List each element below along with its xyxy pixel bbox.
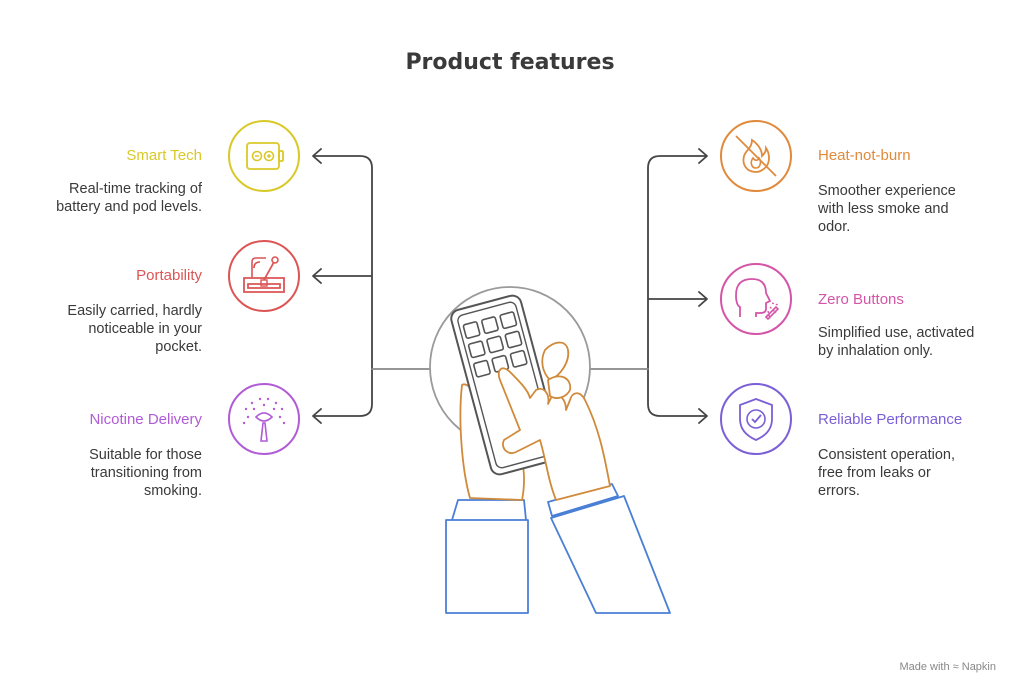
vapor-spray-icon	[242, 397, 286, 442]
arrowheads-right	[698, 148, 708, 424]
feature-title: Nicotine Delivery	[89, 411, 202, 428]
feature-circle-1	[228, 240, 300, 312]
feature-description: Smoother experience with less smoke and …	[818, 183, 956, 235]
feature-title: Zero Buttons	[818, 291, 904, 308]
feature-title: Reliable Performance	[818, 411, 963, 428]
no-fire-icon	[735, 135, 777, 177]
inhale-face-icon	[735, 278, 780, 321]
feature-description: Simplified use, activated by inhalation …	[818, 325, 975, 359]
left-sleeve	[445, 499, 529, 614]
feature-description: Consistent operation, free from leaks or…	[818, 447, 956, 499]
finger-tip	[547, 375, 572, 399]
right-thumb	[541, 341, 570, 381]
feature-circle-5	[720, 383, 792, 455]
feature-title: Portability	[136, 267, 202, 284]
feature-circle-3	[720, 120, 792, 192]
footer-brand-name: Napkin	[961, 661, 996, 673]
feature-description: Easily carried, hardly noticeable in you…	[67, 303, 202, 355]
feature-title: Heat-not-burn	[818, 147, 911, 164]
arrowheads-left	[312, 148, 322, 424]
connector-left	[313, 155, 373, 417]
battery-icon	[246, 142, 284, 170]
connector-right	[647, 155, 707, 417]
hand-device-illustration	[445, 294, 671, 614]
feature-description: Real-time tracking of battery and pod le…	[56, 181, 202, 215]
right-hand	[497, 367, 611, 501]
feature-circle-2	[228, 383, 300, 455]
footer-made-with: Made with	[899, 661, 950, 673]
pocket-device-icon	[243, 256, 285, 293]
page-title: Product features	[405, 50, 615, 75]
feature-description: Suitable for those transitioning from sm…	[89, 447, 202, 499]
feature-title: Smart Tech	[126, 147, 202, 164]
napkin-logo-icon: ≈	[952, 661, 959, 673]
footer-brand: Made with ≈ Napkin	[899, 661, 996, 673]
shield-check-icon	[739, 398, 773, 441]
feature-circle-0	[228, 120, 300, 192]
feature-circle-4	[720, 263, 792, 335]
right-sleeve	[547, 483, 671, 614]
